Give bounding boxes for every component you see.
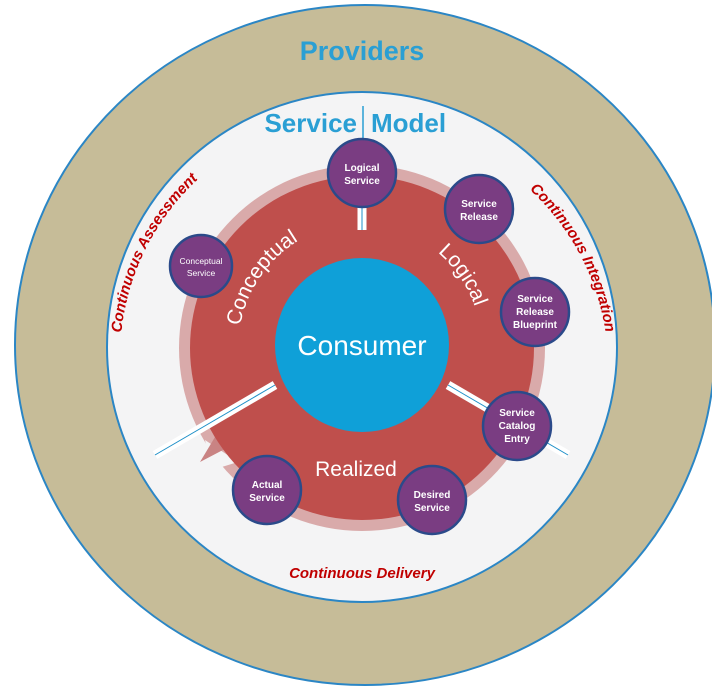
consumer-label: Consumer: [297, 330, 426, 361]
service-model-title-left: Service: [264, 108, 357, 138]
separator-left-inner: [154, 384, 276, 456]
continuous-delivery-label: Continuous Delivery: [289, 565, 436, 582]
providers-label: Providers: [300, 36, 425, 66]
consumer-circle: [275, 258, 449, 432]
service-model-title-right: Model: [371, 108, 446, 138]
sector-realized-label: Realized: [315, 458, 397, 481]
